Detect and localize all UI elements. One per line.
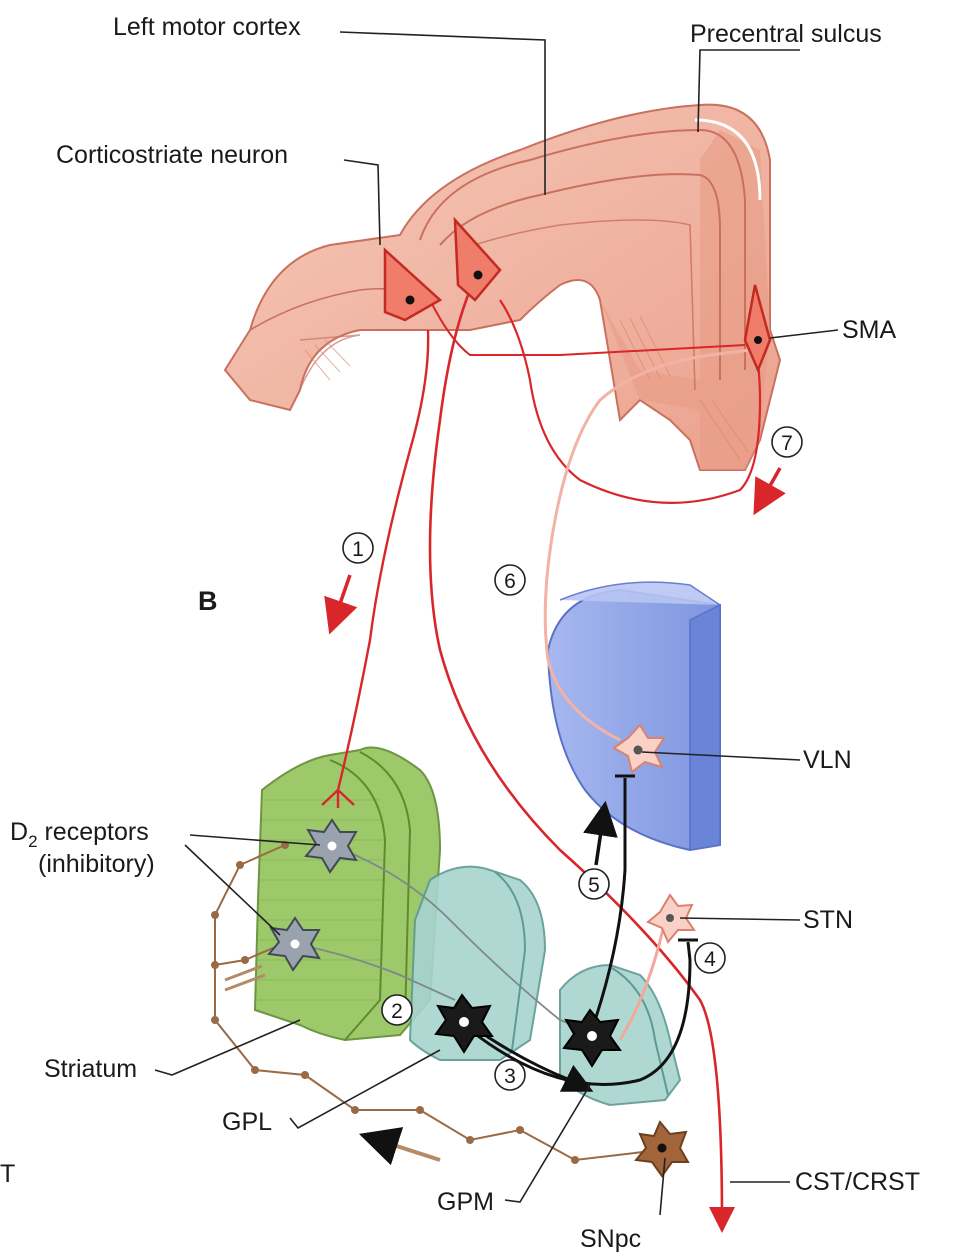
leader-sma (770, 330, 838, 338)
step-number-1: 1 (352, 538, 364, 561)
label-d2-letter: D (10, 818, 28, 846)
label-sma: SMA (842, 316, 897, 344)
step-number-7: 7 (781, 432, 793, 455)
label-d2-receptors: D2 receptors (10, 818, 149, 851)
step-marker-5: 5 (579, 869, 609, 899)
ventrolateral-nucleus-block (548, 582, 720, 850)
label-vln: VLN (803, 746, 852, 774)
step-5-arrow (596, 818, 603, 865)
step-7-arrow (762, 468, 780, 500)
step-number-6: 6 (504, 570, 516, 593)
label-snpc: SNpc (580, 1225, 641, 1253)
snpc-neuron-icon (636, 1122, 688, 1176)
step-number-2: 2 (391, 1000, 403, 1023)
step-1-arrow (335, 575, 350, 618)
leader-gpl (290, 1050, 440, 1128)
dopamine-direction-arrow-main (378, 1140, 440, 1160)
label-left-motor-cortex: Left motor cortex (113, 13, 301, 41)
label-corticostriate-neuron: Corticostriate neuron (56, 141, 288, 169)
label-d2-inhibitory: (inhibitory) (38, 850, 155, 878)
leader-gpm (505, 1085, 590, 1202)
label-d2-rest: receptors (38, 818, 149, 846)
label-stn: STN (803, 906, 853, 934)
label-d2-subscript: 2 (28, 832, 37, 851)
leader-striatum (155, 1020, 300, 1075)
step-marker-1: 1 (343, 533, 373, 563)
leader-stn (680, 918, 800, 920)
step-marker-2: 2 (382, 995, 412, 1025)
label-gpl: GPL (222, 1108, 272, 1136)
label-precentral-sulcus: Precentral sulcus (690, 20, 882, 48)
step-number-3: 3 (504, 1065, 516, 1088)
step-marker-3: 3 (495, 1060, 525, 1090)
label-gpm: GPM (437, 1188, 494, 1216)
leader-corticostriate-neuron (344, 160, 380, 245)
motor-cortex-block (225, 105, 780, 470)
step-marker-7: 7 (772, 427, 802, 457)
step-marker-6: 6 (495, 565, 525, 595)
step-marker-4: 4 (695, 943, 725, 973)
label-striatum: Striatum (44, 1055, 137, 1083)
panel-label: B (198, 586, 218, 616)
step-number-4: 4 (704, 948, 716, 971)
label-cst-crst: CST/CRST (795, 1168, 920, 1196)
edge-fragment-text: T (0, 1160, 15, 1188)
step-number-5: 5 (588, 874, 600, 897)
